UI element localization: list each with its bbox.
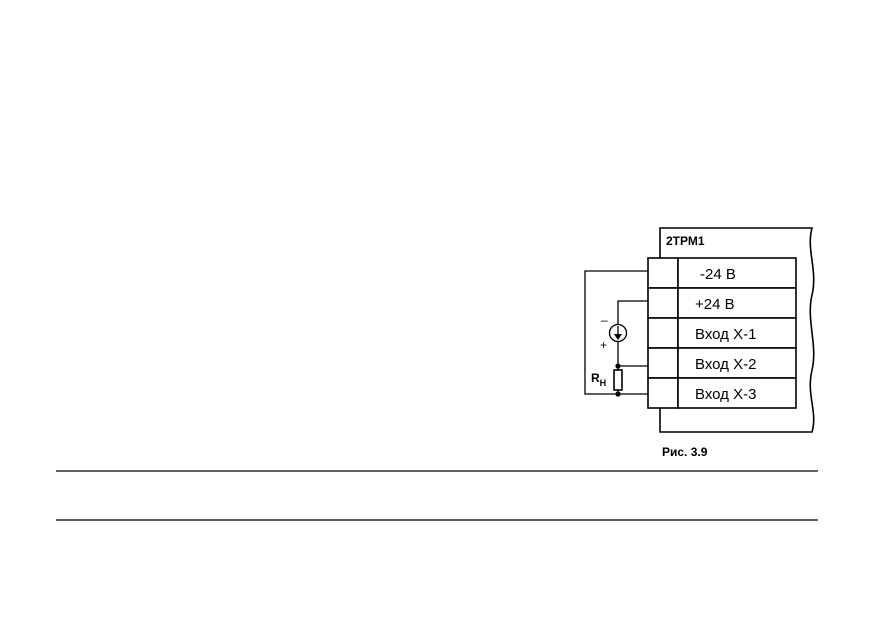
resistor-label: RН [591, 371, 606, 388]
device-name: 2ТРМ1 [666, 234, 705, 248]
resistor-icon [613, 369, 623, 391]
terminal-screw-2 [647, 287, 679, 319]
terminal-screw-5 [647, 377, 679, 409]
terminal-cell-2 [677, 287, 797, 319]
terminal-screw-3 [647, 317, 679, 349]
source-minus-sign: – [601, 313, 608, 327]
terminal-label-5: Вход Х-3 [695, 386, 756, 403]
wire-plus24 [617, 300, 648, 324]
terminal-block: -24 В +24 В Вход Х-1 Вход Х-2 Вход Х-3 [647, 257, 797, 409]
wire-minus24 [584, 270, 648, 395]
terminal-screw-1 [647, 257, 679, 289]
terminal-screw-4 [647, 347, 679, 379]
terminal-label-1: -24 В [700, 266, 736, 283]
terminal-cell-1 [677, 257, 797, 289]
terminal-cell-4 [677, 347, 797, 379]
junction-dot-bottom [615, 391, 621, 397]
source-plus-sign: + [600, 338, 607, 352]
junction-dot-x2 [615, 363, 621, 369]
terminal-label-2: +24 В [695, 296, 735, 313]
terminal-cell-5 [677, 377, 797, 409]
external-wiring [584, 270, 648, 395]
terminal-label-3: Вход Х-1 [695, 326, 756, 343]
terminal-label-4: Вход Х-2 [695, 356, 756, 373]
current-source-icon [608, 323, 628, 343]
figure-caption: Рис. 3.9 [662, 445, 708, 459]
